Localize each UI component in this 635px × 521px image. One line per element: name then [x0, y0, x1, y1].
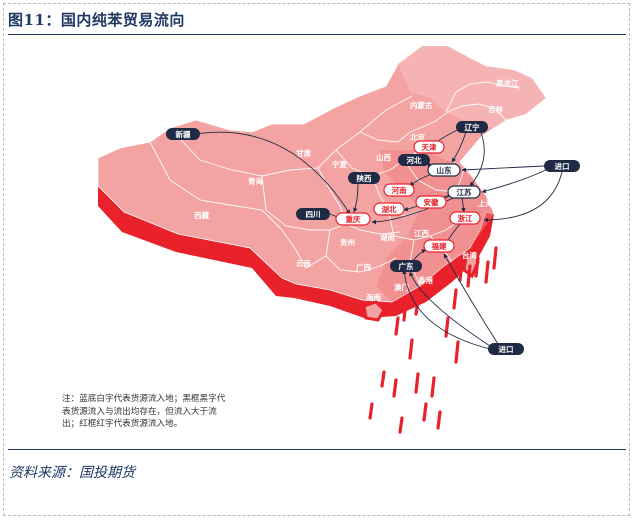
node-chongqing	[335, 212, 371, 226]
node-chongqing-label: 重庆	[346, 214, 361, 224]
label-macau: 澳门	[394, 282, 409, 292]
node-henan	[383, 183, 415, 197]
province-labels: 黑龙江 吉林 内蒙古 北京 山西 宁夏 甘肃 青海 西藏 上海 江西 湖南 贵州…	[194, 78, 519, 302]
node-hebei	[398, 154, 430, 166]
node-fujian-label: 福建	[431, 241, 447, 251]
node-jiangsu-label: 江苏	[457, 187, 472, 197]
flow-import-guangdong-1	[402, 269, 495, 351]
node-tianjin-label: 天津	[422, 142, 437, 152]
node-zhejiang-label: 浙江	[458, 213, 473, 223]
flow-jiangsu-zhejiang	[461, 197, 466, 213]
label-beijing: 北京	[410, 132, 425, 142]
node-import-east-label: 进口	[555, 161, 570, 171]
figure-frame	[3, 3, 630, 516]
node-xinjiang-label: 新疆	[176, 129, 191, 139]
node-hebei-label: 河北	[407, 155, 422, 165]
source-text: 资料来源：国投期货	[9, 465, 135, 481]
node-import-south	[488, 343, 524, 355]
node-anhui-label: 安徽	[424, 197, 439, 207]
label-yunnan: 云南	[296, 258, 311, 268]
node-sichuan-label: 四川	[306, 210, 321, 219]
flow-import-fujian	[443, 253, 499, 345]
figure-title: 图11：国内纯苯贸易流向	[8, 11, 185, 29]
label-heilongjiang: 黑龙江	[496, 78, 519, 88]
node-shaanxi	[348, 172, 380, 184]
flow-liaoning-jiangsu	[469, 129, 485, 187]
navy-nodes: 新疆 四川 陕西 河北 辽宁 广东 进口 进口	[166, 121, 580, 355]
label-hainan: 海南	[366, 292, 381, 302]
node-zhejiang	[449, 211, 481, 225]
label-shanghai: 上海	[478, 198, 493, 208]
label-neimenggu: 内蒙古	[410, 100, 433, 110]
label-hunan: 湖南	[380, 232, 395, 242]
node-guangdong-label: 广东	[399, 261, 414, 271]
node-hubei	[373, 202, 405, 216]
node-tianjin	[413, 140, 445, 154]
node-fujian	[423, 239, 455, 253]
label-guizhou: 贵州	[340, 237, 355, 247]
label-xizang: 西藏	[194, 210, 209, 220]
south-sea-islands	[368, 246, 498, 434]
map-shade-north	[398, 46, 546, 128]
flow-jiangsu-chongqing	[371, 195, 459, 225]
label-jilin: 吉林	[488, 104, 503, 114]
label-taiwan: 台湾	[462, 250, 477, 260]
flow-import-zhejiang	[483, 171, 563, 223]
node-liaoning	[456, 121, 488, 133]
node-henan-label: 河南	[392, 185, 407, 195]
node-jiangsu	[447, 185, 481, 199]
source-rule	[8, 449, 626, 450]
flow-shaanxi-chongqing	[353, 183, 359, 213]
flow-xinjiang-chongqing	[195, 131, 351, 215]
flow-import-jiangsu	[481, 169, 547, 194]
flow-liaoning-shandong	[451, 131, 467, 163]
black-frame-nodes: 山东 江苏	[427, 163, 481, 199]
taiwan-island	[462, 247, 480, 279]
label-shanxi: 山西	[376, 152, 391, 162]
hainan-island	[362, 300, 386, 322]
map-legend-note: 注：蓝底白字代表货源流入地；黑框黑字代表货源流入与流出均存在，但流入大于流出；红…	[62, 394, 226, 429]
red-frame-nodes: 天津 河南 安徽 湖北 重庆 浙江 福建	[335, 140, 481, 253]
label-qinghai: 青海	[248, 176, 263, 186]
title-rule	[8, 34, 626, 35]
node-shaanxi-label: 陕西	[357, 173, 372, 183]
label-gansu: 甘肃	[296, 148, 311, 158]
node-import-south-label: 进口	[499, 344, 514, 354]
node-shandong	[427, 163, 461, 177]
node-shandong-label: 山东	[437, 165, 452, 175]
node-sichuan	[296, 208, 330, 220]
label-jiangxi: 江西	[414, 228, 429, 238]
node-hubei-label: 湖北	[382, 204, 397, 214]
map-extrusion	[98, 186, 494, 318]
flow-import-guangdong-2	[409, 271, 491, 347]
label-guangxi: 广西	[356, 262, 371, 272]
node-liaoning-label: 辽宁	[465, 122, 480, 132]
label-hongkong: 香港	[417, 275, 433, 285]
node-import-east	[544, 160, 580, 172]
node-xinjiang	[166, 128, 200, 140]
node-anhui	[415, 195, 447, 209]
flow-import-shandong	[461, 165, 545, 173]
node-guangdong	[390, 260, 422, 272]
label-ningxia: 宁夏	[332, 159, 347, 169]
